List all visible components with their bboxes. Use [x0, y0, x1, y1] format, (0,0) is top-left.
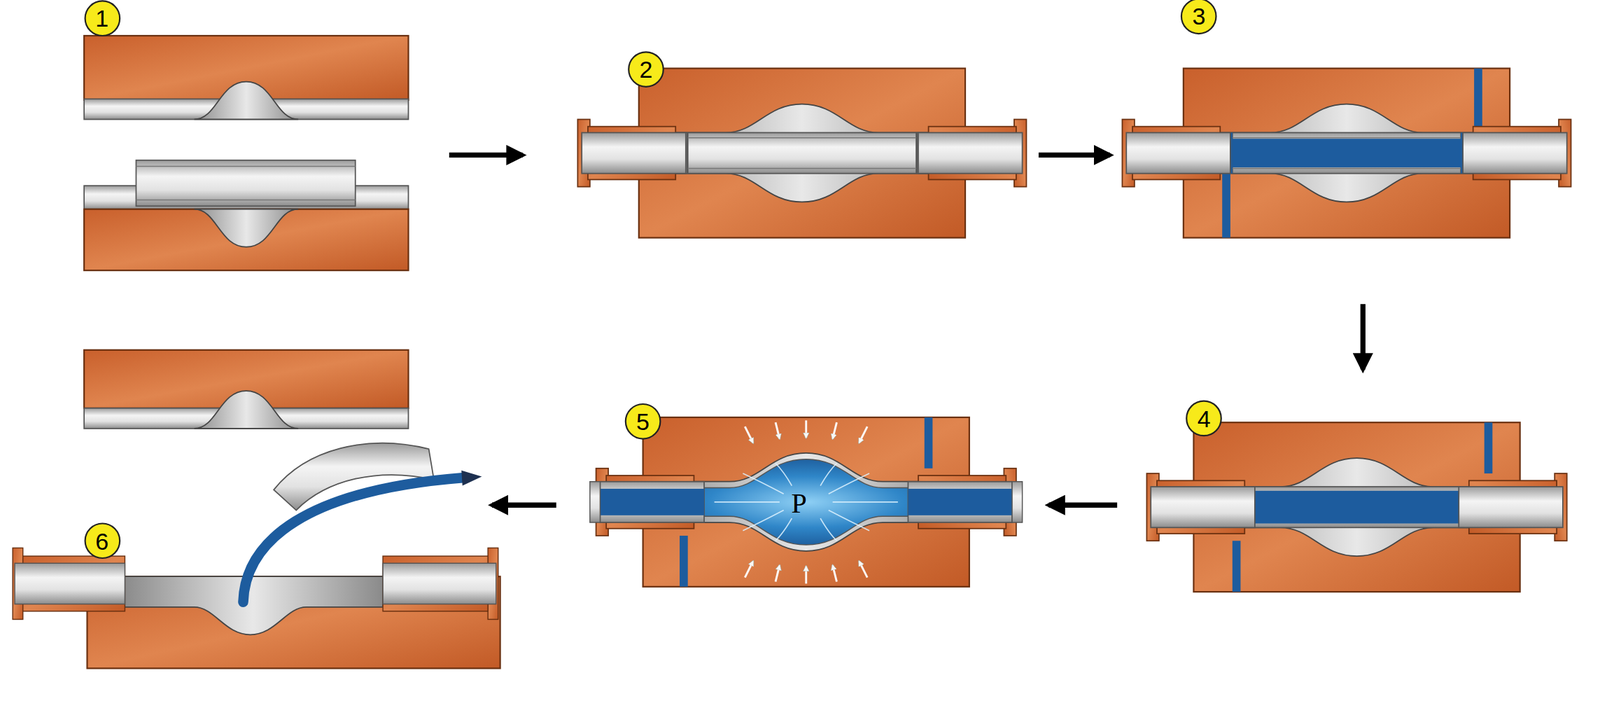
stage-2 [577, 68, 1027, 238]
callout-number: 4 [1197, 406, 1211, 431]
callout-number: 5 [636, 409, 650, 434]
stage-5 [590, 417, 1023, 587]
callout-number: 3 [1192, 4, 1206, 28]
pressure-label: P [790, 489, 807, 518]
stage-6 [12, 349, 500, 669]
process-arrows [449, 154, 1364, 505]
callout-number: 1 [95, 6, 109, 31]
stage-1 [83, 0, 409, 271]
stage-4 [1146, 422, 1567, 592]
callout-number: 6 [95, 529, 109, 553]
stage-3 [1121, 68, 1571, 238]
callout-number: 2 [639, 57, 653, 82]
